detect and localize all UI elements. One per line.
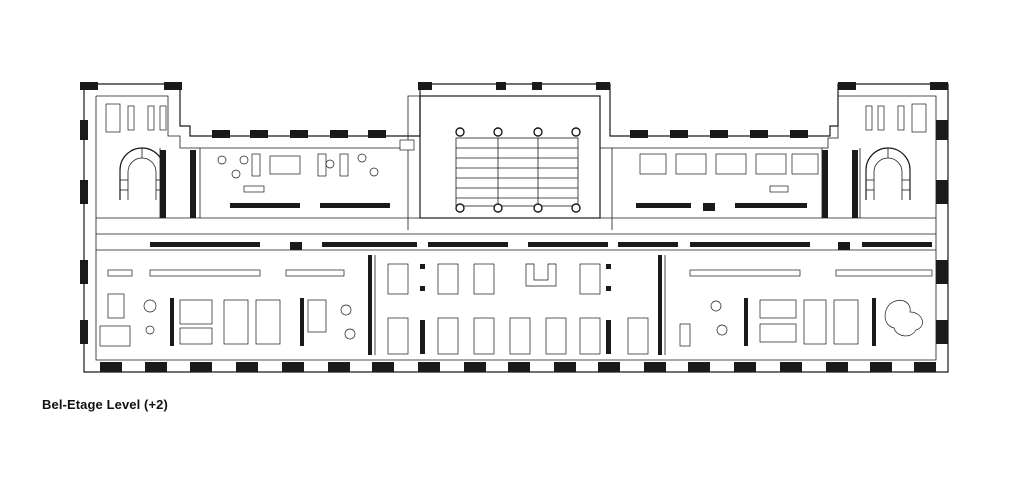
facade-piers bbox=[80, 82, 948, 372]
upper-left-furniture bbox=[217, 139, 415, 193]
shelving-rows bbox=[105, 103, 933, 277]
central-hall-furniture bbox=[387, 263, 649, 355]
plan-title: Bel-Etage Level (+2) bbox=[42, 397, 168, 412]
lower-right-furniture bbox=[679, 299, 923, 347]
atrium-staircase bbox=[455, 127, 581, 213]
lower-left-furniture bbox=[99, 293, 356, 347]
right-spiral-staircase bbox=[865, 147, 911, 200]
left-spiral-staircase bbox=[119, 147, 165, 200]
interior-walls bbox=[150, 150, 932, 355]
upper-right-furniture bbox=[639, 153, 819, 193]
